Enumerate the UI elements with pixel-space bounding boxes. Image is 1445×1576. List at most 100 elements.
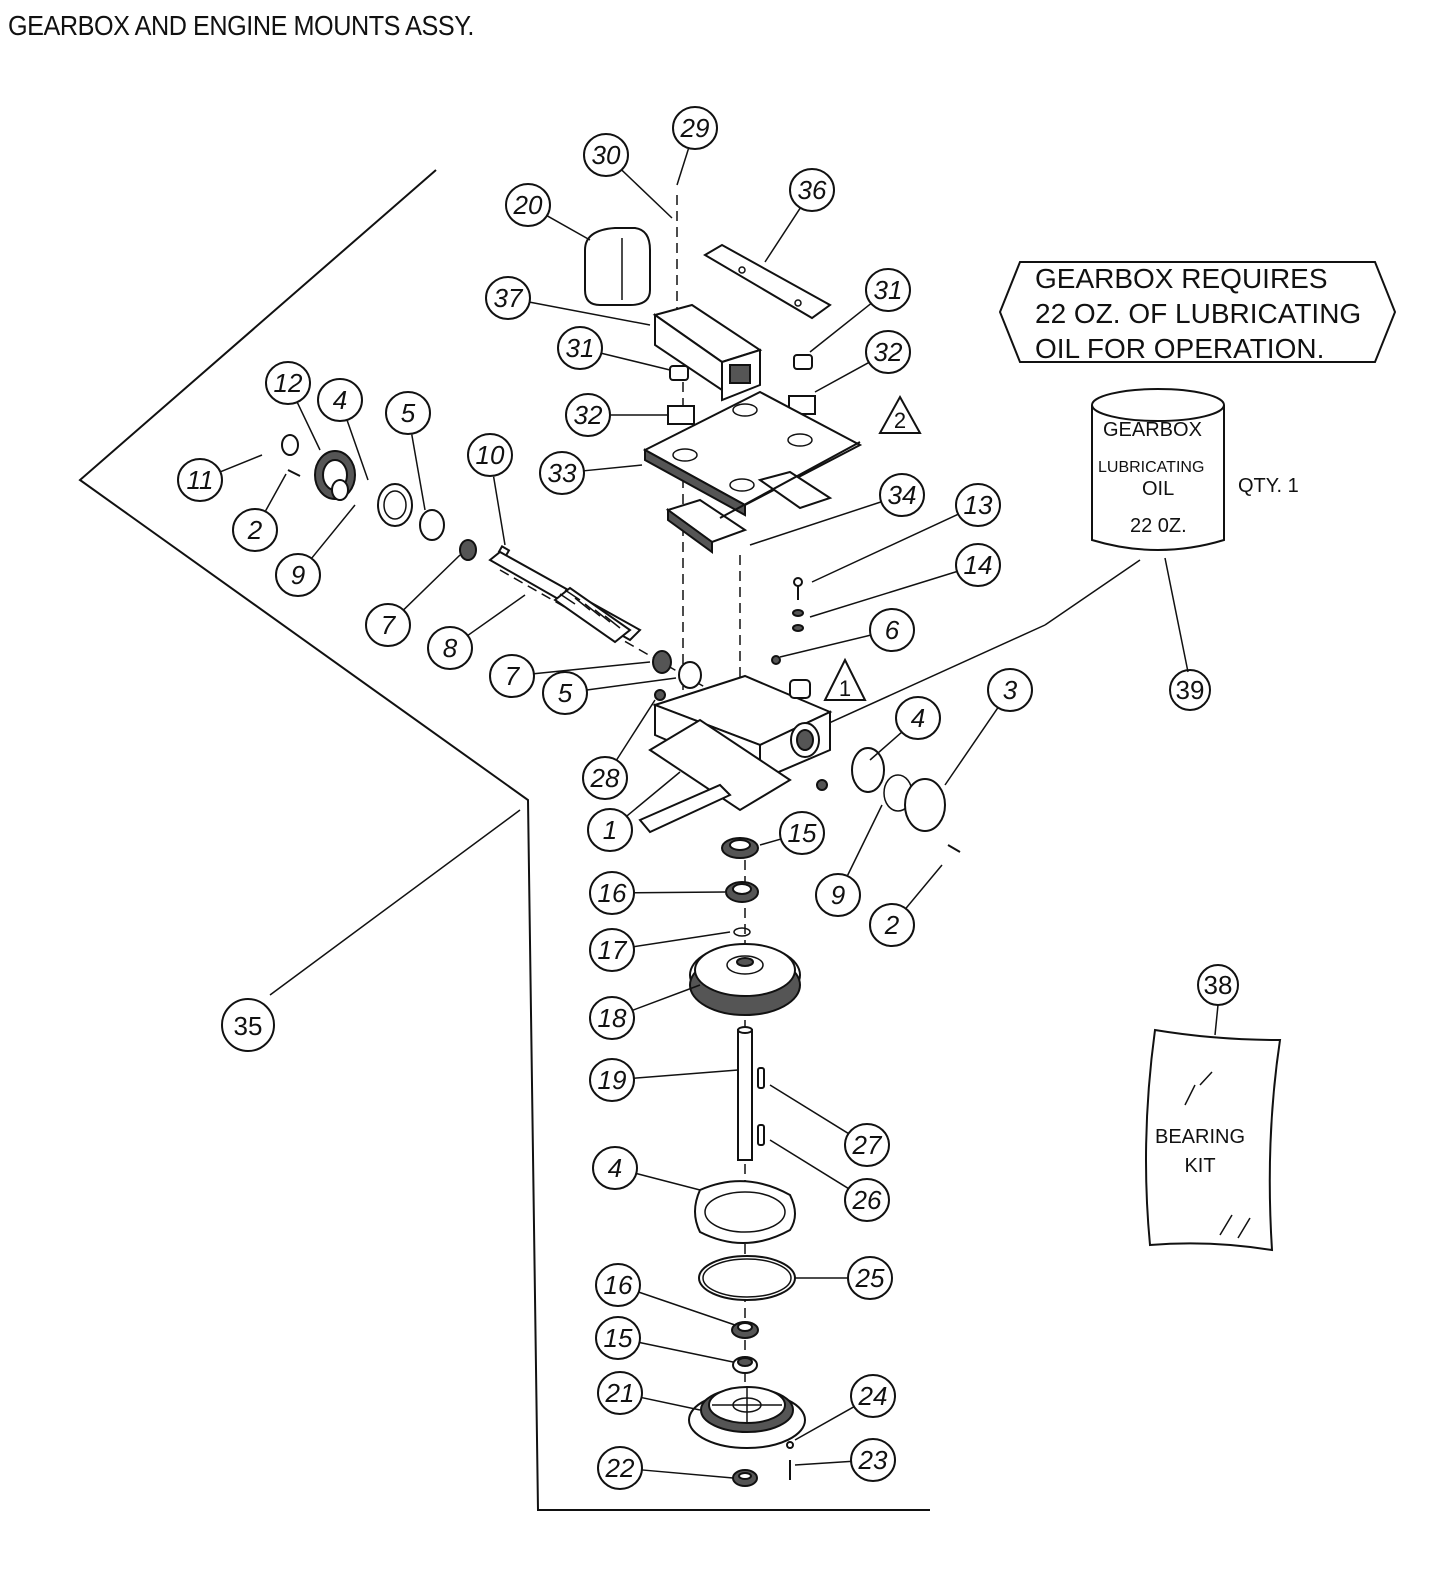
callout-number: 30 bbox=[592, 140, 621, 170]
callout-circle bbox=[565, 393, 611, 437]
callout-22: 22 bbox=[597, 1446, 734, 1490]
callout-number: 15 bbox=[604, 1323, 633, 1353]
callout-number: 10 bbox=[476, 440, 505, 470]
callout-circle bbox=[850, 1438, 896, 1482]
callout-circle bbox=[895, 696, 941, 740]
plate-34-part bbox=[665, 441, 861, 554]
callout-number: 18 bbox=[598, 1003, 627, 1033]
callout-circle bbox=[539, 451, 585, 495]
can-label-1: GEARBOX bbox=[1103, 419, 1202, 441]
callout-circle bbox=[542, 671, 588, 715]
callout-leader bbox=[633, 891, 726, 894]
callout-28: 28 bbox=[582, 699, 656, 800]
callout-leader bbox=[346, 420, 369, 481]
callout-number: 29 bbox=[680, 113, 710, 143]
callout-number: 13 bbox=[964, 490, 993, 520]
callout-circle bbox=[865, 268, 911, 312]
callout-leader bbox=[533, 661, 651, 675]
callout-32: 32 bbox=[814, 330, 911, 393]
callout-number: 19 bbox=[598, 1065, 627, 1095]
note-line-3: OIL FOR OPERATION. bbox=[1035, 333, 1324, 364]
side-cover-3-part bbox=[851, 747, 961, 853]
callout-21: 21 bbox=[597, 1371, 701, 1415]
callout-number: 34 bbox=[888, 480, 917, 510]
callout-number: 1 bbox=[603, 815, 617, 845]
callout-leader bbox=[411, 434, 426, 511]
callout-5: 5 bbox=[385, 391, 431, 511]
callout-number: 9 bbox=[831, 880, 845, 910]
callout-37: 37 bbox=[485, 276, 651, 326]
callout-circle bbox=[844, 1178, 890, 1222]
callout-circle bbox=[177, 458, 223, 502]
callout-circle bbox=[467, 433, 513, 477]
callout-leader bbox=[749, 501, 882, 546]
callout-circle bbox=[869, 608, 915, 652]
callout-number: 20 bbox=[513, 190, 543, 220]
callout-number: 2 bbox=[247, 515, 263, 545]
callout-19: 19 bbox=[589, 1058, 739, 1102]
callout-38: 38 bbox=[1204, 970, 1233, 1000]
callout-number: 16 bbox=[598, 878, 627, 908]
callout-3: 3 bbox=[944, 668, 1033, 786]
callout-circle bbox=[847, 1256, 893, 1300]
callout-27: 27 bbox=[769, 1084, 890, 1167]
callout-11: 11 bbox=[177, 454, 263, 502]
callout-circle bbox=[589, 928, 635, 972]
callout-number: 32 bbox=[574, 400, 603, 430]
note-line-1: GEARBOX REQUIRES bbox=[1035, 263, 1328, 294]
callout-2: 2 bbox=[869, 864, 943, 947]
callout-36: 36 bbox=[764, 168, 835, 263]
callout-24: 24 bbox=[794, 1374, 896, 1441]
triangle-label-1: 1 bbox=[839, 676, 851, 701]
bracket-37-part bbox=[652, 303, 763, 402]
bracket-36-part bbox=[703, 243, 832, 320]
callout-number: 9 bbox=[291, 560, 305, 590]
bearing-15-16-part bbox=[721, 837, 759, 937]
callout-leader bbox=[632, 984, 701, 1011]
callout-circle bbox=[597, 1446, 643, 1490]
callout-34: 34 bbox=[749, 473, 925, 546]
gear-18-part bbox=[689, 943, 801, 1016]
callout-circle bbox=[850, 1374, 896, 1418]
callout-number: 8 bbox=[443, 633, 458, 663]
callout-39: 39 bbox=[1176, 675, 1205, 705]
callout-12: 12 bbox=[265, 361, 321, 451]
callout-circle bbox=[589, 871, 635, 915]
callout-7: 7 bbox=[489, 654, 651, 698]
kit-label-2: KIT bbox=[1184, 1155, 1215, 1177]
callout-leader bbox=[529, 301, 651, 326]
callout-number: 17 bbox=[598, 935, 628, 965]
callout-leader bbox=[636, 1172, 701, 1191]
can-label-2: LUBRICATING bbox=[1098, 459, 1204, 476]
callout-circle bbox=[955, 483, 1001, 527]
callout-4: 4 bbox=[317, 378, 369, 481]
callout-number: 4 bbox=[608, 1153, 622, 1183]
callout-number: 7 bbox=[381, 610, 397, 640]
callout-13: 13 bbox=[811, 483, 1001, 583]
callout-circle bbox=[427, 626, 473, 670]
o-ring-25-part bbox=[698, 1255, 796, 1301]
triangle-marker-2: 2 bbox=[878, 394, 922, 434]
callout-leader bbox=[586, 677, 677, 691]
callout-leader bbox=[641, 1396, 701, 1411]
bearing-kit-38: 38 BEARING KIT bbox=[1145, 964, 1282, 1252]
callout-35: 35 bbox=[234, 1011, 263, 1041]
callout-circle bbox=[589, 1058, 635, 1102]
callout-circle bbox=[582, 756, 628, 800]
callout-18: 18 bbox=[589, 984, 701, 1040]
callout-number: 26 bbox=[852, 1185, 882, 1215]
callout-number: 28 bbox=[590, 763, 620, 793]
callout-circle bbox=[844, 1123, 890, 1167]
callout-circle bbox=[779, 811, 825, 855]
callout-number: 24 bbox=[858, 1381, 888, 1411]
callout-32: 32 bbox=[565, 393, 668, 437]
callout-15: 15 bbox=[759, 811, 825, 855]
callout-circle bbox=[815, 873, 861, 917]
callout-circle bbox=[557, 326, 603, 370]
gearbox-housing-part bbox=[638, 674, 833, 834]
callout-number: 6 bbox=[885, 615, 900, 645]
callout-leader bbox=[809, 570, 958, 618]
callout-9: 9 bbox=[815, 804, 883, 917]
